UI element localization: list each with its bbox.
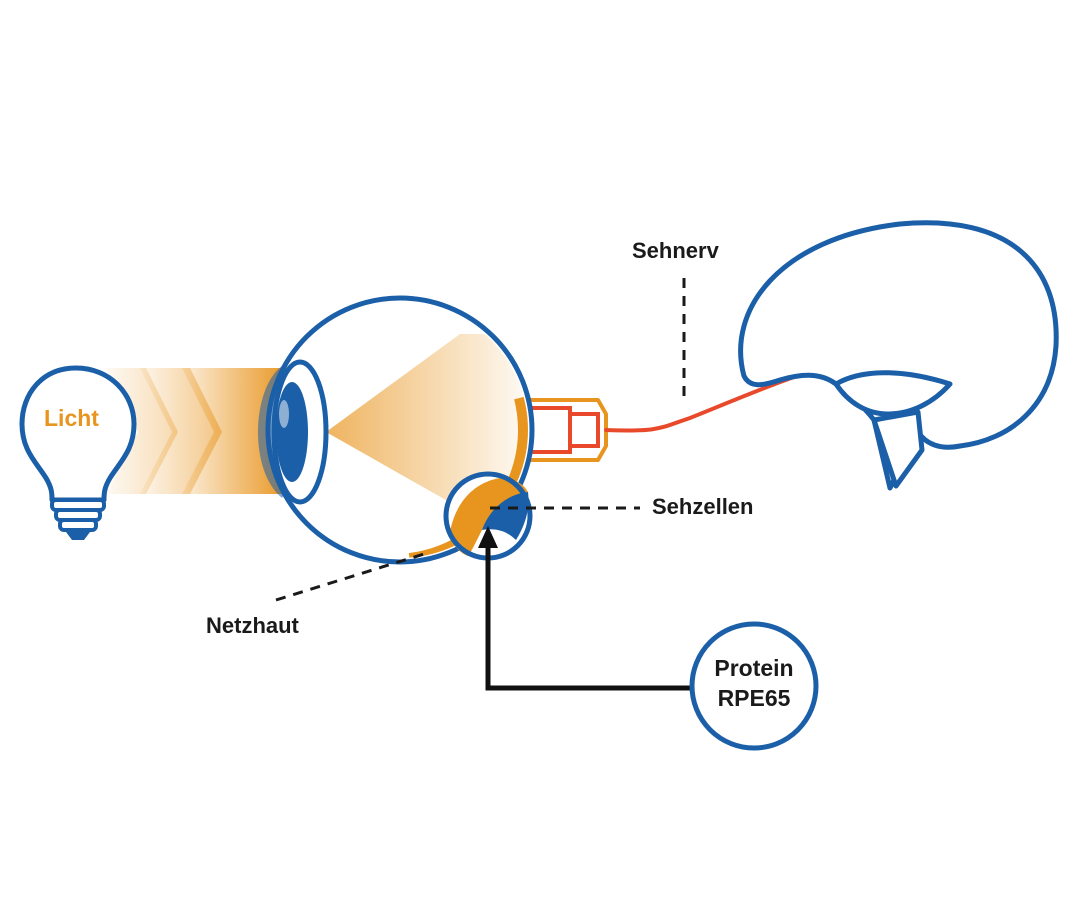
light-label: Licht bbox=[44, 405, 99, 431]
retina-label: Netzhaut bbox=[206, 613, 300, 638]
protein-label-line2: RPE65 bbox=[718, 685, 791, 711]
lightbulb-icon bbox=[19, 365, 137, 540]
retina-leader bbox=[275, 552, 425, 602]
photoreceptor-magnifier bbox=[443, 471, 533, 561]
optic-nerve-label: Sehnerv bbox=[632, 238, 720, 263]
protein-circle bbox=[689, 621, 819, 751]
photoreceptors-label: Sehzellen bbox=[652, 494, 753, 519]
brain-icon bbox=[738, 220, 1059, 491]
protein-arrow bbox=[478, 526, 692, 691]
protein-label-line1: Protein bbox=[714, 655, 793, 681]
